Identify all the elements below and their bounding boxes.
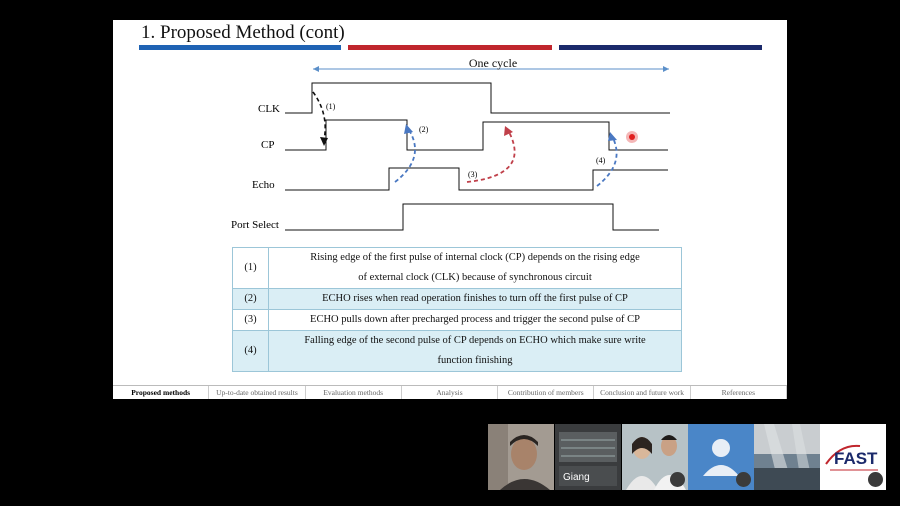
table-row: (1) Rising edge of the first pulse of in… (232, 247, 682, 289)
nav-references[interactable]: References (691, 386, 787, 399)
participant-video-1 (488, 424, 554, 490)
participant-tile-5[interactable] (754, 424, 820, 490)
marker-1: (1) (326, 102, 336, 111)
presentation-slide: 1. Proposed Method (cont) One cycle CLK … (113, 20, 787, 399)
nav-conclusion-future-work[interactable]: Conclusion and future work (594, 386, 691, 399)
mic-muted-icon (868, 472, 883, 487)
port-select-waveform (285, 203, 659, 231)
cycle-arrow-left-head (313, 66, 319, 72)
table-row: (4) Falling edge of the second pulse of … (232, 330, 682, 372)
row-number: (1) (232, 247, 269, 289)
marker-4: (4) (596, 156, 606, 165)
row-description: Rising edge of the first pulse of intern… (268, 247, 682, 289)
title-bar-navy (559, 45, 762, 50)
dependency-arrow-4 (596, 137, 618, 187)
nav-proposed-methods[interactable]: Proposed methods (113, 386, 210, 399)
marker-3: (3) (468, 170, 478, 179)
dependency-arrow-2 (394, 129, 416, 183)
participant-tile-4[interactable] (688, 424, 754, 490)
slide-title: 1. Proposed Method (cont) (141, 22, 345, 43)
nav-up-to-date-results[interactable]: Up-to-date obtained results (209, 386, 306, 399)
signal-label-cp: CP (261, 139, 274, 151)
nav-analysis[interactable]: Analysis (402, 386, 499, 399)
echo-waveform (285, 167, 668, 191)
row-description-line: Rising edge of the first pulse of intern… (310, 252, 640, 263)
table-row: (2) ECHO rises when read operation finis… (232, 288, 682, 310)
participant-tile-2[interactable]: Giang (555, 424, 621, 490)
participant-tile-1[interactable] (488, 424, 554, 490)
cp-waveform (285, 119, 668, 151)
participant-name: Giang (563, 472, 590, 483)
title-bar-blue (139, 45, 341, 50)
dependency-arrow-1 (312, 91, 326, 141)
signal-label-port-select: Port Select (231, 219, 279, 231)
marker-2: (2) (419, 125, 429, 134)
participant-video-2 (555, 424, 621, 490)
signal-label-echo: Echo (252, 179, 275, 191)
mic-muted-icon (670, 472, 685, 487)
row-number: (2) (232, 288, 269, 310)
row-number: (4) (232, 330, 269, 372)
participant-tile-3[interactable] (622, 424, 688, 490)
participant-tile-6[interactable]: FAST (820, 424, 886, 490)
table-row: (3) ECHO pulls down after precharged pro… (232, 309, 682, 331)
participant-strip: Giang (488, 424, 886, 490)
row-number: (3) (232, 309, 269, 331)
row-description-line: function finishing (437, 355, 513, 366)
signal-label-clk: CLK (258, 103, 280, 115)
row-description: Falling edge of the second pulse of CP d… (268, 330, 682, 372)
laser-pointer-dot (629, 134, 635, 140)
description-table: (1) Rising edge of the first pulse of in… (232, 247, 682, 372)
timing-diagram: One cycle CLK CP Echo Port Select (1) (2… (231, 56, 670, 231)
title-bar-red (348, 45, 552, 50)
row-description-line: of external clock (CLK) because of synch… (358, 272, 592, 283)
dependency-arrow-3-head (504, 126, 513, 136)
section-nav: Proposed methods Up-to-date obtained res… (113, 385, 787, 399)
cycle-label: One cycle (469, 56, 517, 70)
dependency-arrow-2-head (404, 124, 413, 134)
nav-evaluation-methods[interactable]: Evaluation methods (306, 386, 402, 399)
cycle-arrow-right-head (663, 66, 669, 72)
clk-waveform (285, 82, 670, 114)
row-description-line: Falling edge of the second pulse of CP d… (304, 335, 646, 346)
dependency-arrow-1-head (320, 137, 328, 146)
logo-text: FAST (834, 449, 878, 468)
participant-video-5 (754, 424, 820, 490)
dependency-arrow-4-head (608, 132, 617, 141)
row-description: ECHO rises when read operation finishes … (268, 288, 682, 310)
nav-contribution-of-members[interactable]: Contribution of members (498, 386, 595, 399)
dependency-arrow-3 (466, 131, 516, 183)
mic-muted-icon (736, 472, 751, 487)
row-description: ECHO pulls down after precharged process… (268, 309, 682, 331)
